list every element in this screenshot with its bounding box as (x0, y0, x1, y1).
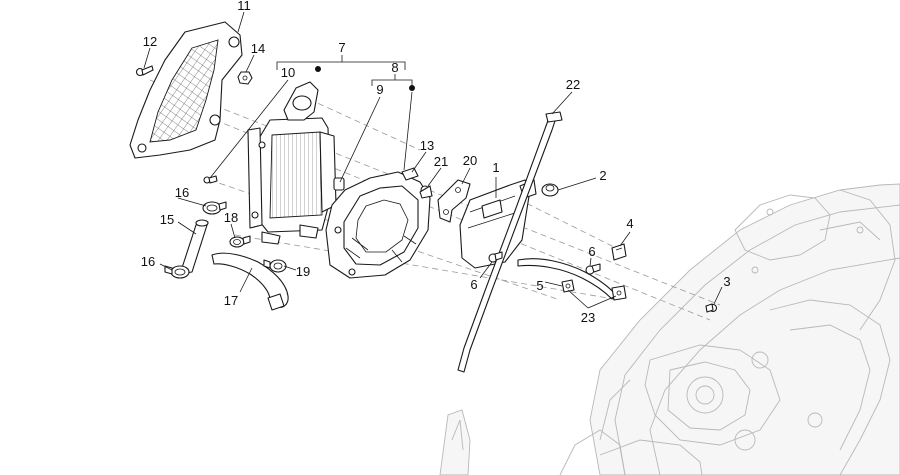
clamp-16-lower[interactable] (164, 265, 190, 279)
callout-17: 17 (224, 293, 238, 308)
callout-16-lower: 16 (141, 254, 155, 269)
callout-5: 5 (536, 278, 543, 293)
clamp-16-upper[interactable] (202, 201, 227, 215)
hose-17[interactable] (211, 252, 289, 311)
radiator[interactable] (247, 81, 337, 245)
callout-14: 14 (251, 41, 265, 56)
callout-13: 13 (420, 138, 434, 153)
callout-12: 12 (143, 34, 157, 49)
leader-lines (143, 11, 723, 309)
callout-2: 2 (599, 168, 606, 183)
nut-14[interactable] (237, 71, 253, 85)
cap-2[interactable] (541, 183, 559, 197)
callout-18: 18 (224, 210, 238, 225)
callout-11: 11 (237, 0, 251, 13)
callout-20: 20 (463, 153, 477, 168)
callout-4: 4 (626, 216, 633, 231)
hose-15[interactable] (179, 219, 209, 275)
callout-22: 22 (566, 77, 580, 92)
scooter-frame-ghost (439, 183, 900, 475)
overflow-pipe-22[interactable] (457, 111, 563, 373)
callout-7: 7 (338, 40, 345, 55)
callout-labels: 1 2 3 4 5 6 6 7 8 9 10 11 12 13 14 15 16… (141, 0, 731, 325)
screw-3[interactable] (705, 303, 718, 313)
radiator-grille-cover[interactable] (129, 21, 243, 159)
callout-15: 15 (160, 212, 174, 227)
callout-6-lower: 6 (470, 277, 477, 292)
assembly-bracket-7 (276, 55, 406, 72)
callout-6-upper: 6 (588, 244, 595, 259)
clamp-6-lower[interactable] (488, 251, 503, 263)
bolt-21[interactable] (419, 185, 433, 199)
callout-10: 10 (281, 65, 295, 80)
assembly-lines (149, 79, 721, 321)
callout-23: 23 (581, 310, 595, 325)
callout-8: 8 (391, 60, 398, 75)
callout-3: 3 (723, 274, 730, 289)
fan-connector-13[interactable] (401, 167, 419, 181)
clip-4[interactable] (611, 243, 627, 261)
clamp-18[interactable] (229, 235, 251, 248)
callout-16-upper: 16 (175, 185, 189, 200)
bracket-20[interactable] (437, 179, 471, 223)
clamp-23-right[interactable] (611, 285, 627, 301)
clamp-19[interactable] (263, 259, 287, 273)
clamp-6-upper[interactable] (585, 263, 601, 275)
hose-5[interactable] (517, 258, 617, 300)
screw-10[interactable] (203, 175, 218, 184)
clamp-23-left[interactable] (561, 279, 575, 293)
callout-9: 9 (376, 82, 383, 97)
fan-shroud[interactable] (325, 171, 431, 279)
callout-19: 19 (296, 264, 310, 279)
callout-1: 1 (492, 160, 499, 175)
screw-12[interactable] (135, 65, 154, 77)
assembly-bracket-8 (371, 74, 415, 91)
callout-21: 21 (434, 154, 448, 169)
